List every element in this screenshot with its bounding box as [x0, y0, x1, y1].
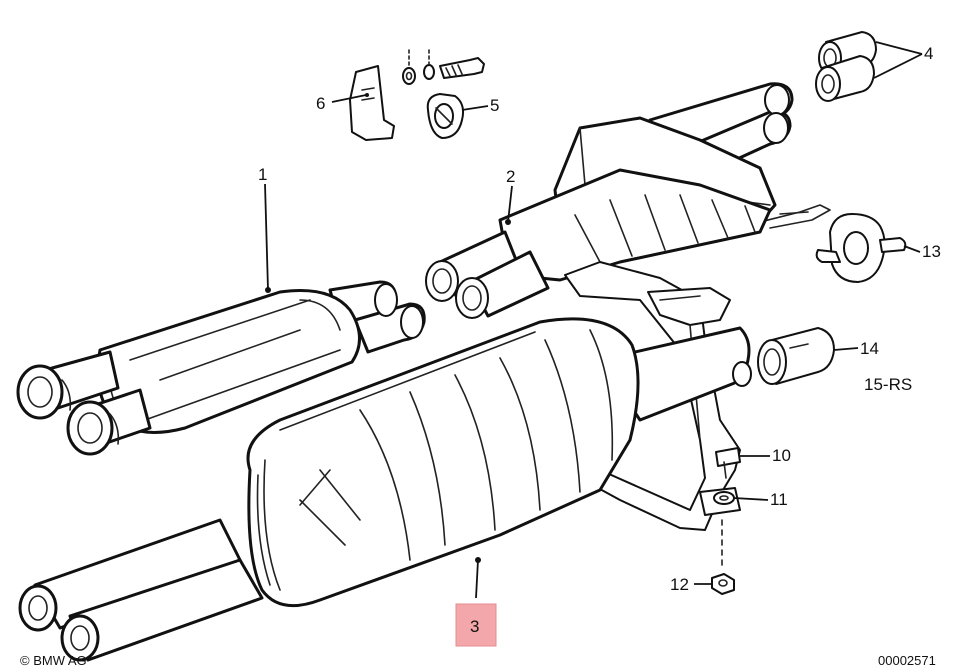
hex-bolt-10[interactable]: [715, 447, 741, 479]
washer-11[interactable]: [713, 491, 735, 505]
callout-part-5[interactable]: 5: [490, 96, 499, 115]
pipe-sleeve-14[interactable]: [757, 327, 835, 385]
hanger-ring-13[interactable]: [815, 213, 907, 283]
callout-part-15-rs[interactable]: 15-RS: [864, 375, 912, 394]
bolt-washer-set[interactable]: [402, 49, 485, 85]
callout-part-3-highlight: [455, 603, 497, 647]
rear-muffler[interactable]: [18, 317, 752, 662]
callout-part-13[interactable]: 13: [922, 242, 941, 261]
callout-part-12[interactable]: 12: [670, 575, 689, 594]
callout-leaders: [264, 41, 923, 599]
callout-part-2[interactable]: 2: [506, 167, 515, 186]
diagram-number: 00002571: [878, 653, 936, 668]
hex-nut-12[interactable]: [711, 573, 735, 595]
callout-part-3[interactable]: 3: [470, 617, 479, 636]
callout-part-4[interactable]: 4: [924, 44, 933, 63]
callout-part-6[interactable]: 6: [316, 94, 325, 113]
callout-part-10[interactable]: 10: [772, 446, 791, 465]
rubber-ring-hanger-5[interactable]: [426, 93, 465, 139]
callout-part-14[interactable]: 14: [860, 339, 879, 358]
front-catalytic-converter[interactable]: [16, 280, 426, 456]
pipe-sleeve-pair-4[interactable]: [815, 31, 877, 102]
center-muffler-assembly[interactable]: [425, 82, 831, 319]
callout-part-11[interactable]: 11: [770, 490, 788, 509]
mounting-bracket-6[interactable]: [349, 65, 395, 141]
copyright-label: © BMW AG: [20, 653, 87, 668]
callout-part-1[interactable]: 1: [258, 165, 267, 184]
